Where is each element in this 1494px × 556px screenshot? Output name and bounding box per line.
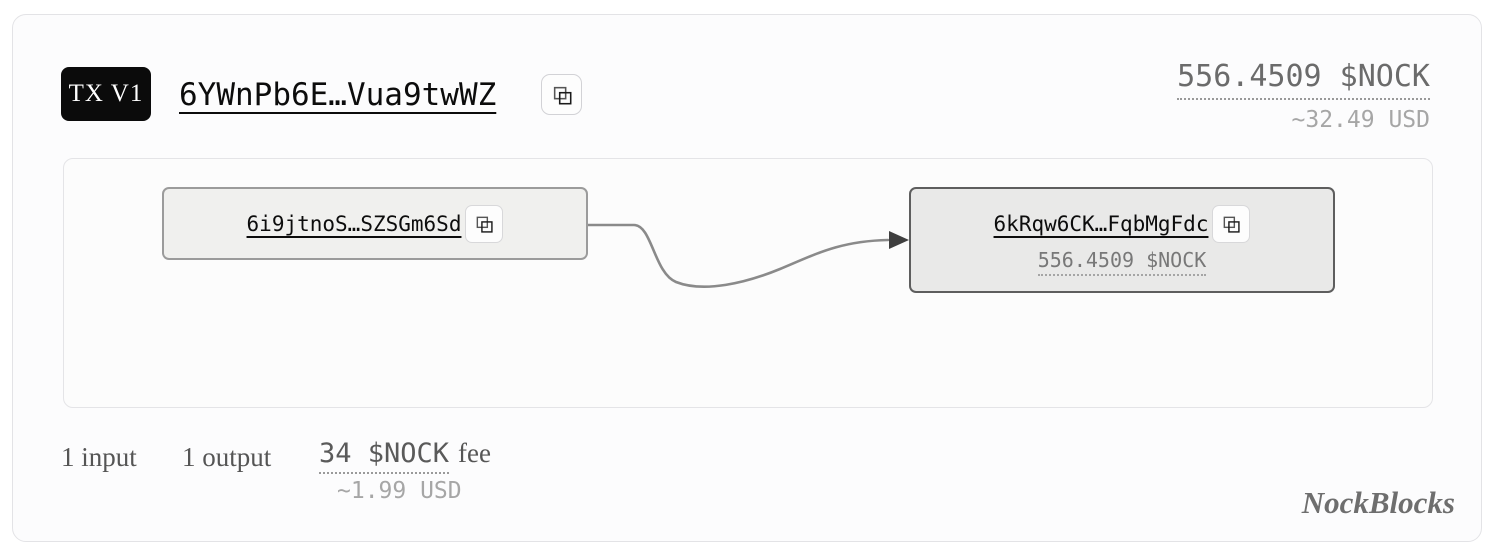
tx-amount-usd: ~32.49 USD bbox=[1291, 107, 1430, 133]
tx-hash-copy-button[interactable] bbox=[541, 74, 582, 115]
fee-line: 34 $NOCK fee bbox=[319, 438, 491, 474]
tx-total-amounts: 556.4509 $NOCK ~32.49 USD bbox=[1177, 59, 1430, 133]
copy-icon bbox=[551, 84, 573, 106]
output-node: 6kRqw6CK…FqbMgFdc 556.4509 $NOCK bbox=[909, 187, 1335, 293]
tx-version-badge: TX V1 bbox=[61, 67, 151, 121]
output-address-copy-button[interactable] bbox=[1212, 204, 1251, 243]
arrowhead-icon bbox=[889, 231, 909, 249]
tx-amount-nock[interactable]: 556.4509 $NOCK bbox=[1177, 59, 1430, 100]
output-count-label: 1 output bbox=[182, 442, 272, 472]
fee-label: fee bbox=[458, 438, 492, 468]
input-node-row: 6i9jtnoS…SZSGm6Sd bbox=[246, 204, 504, 243]
copy-icon bbox=[1221, 214, 1241, 234]
tx-version-badge-label: TX V1 bbox=[68, 80, 144, 107]
fee-amount-usd: ~1.99 USD bbox=[337, 478, 462, 504]
fee-amount-nock[interactable]: 34 $NOCK bbox=[319, 438, 450, 474]
output-amount-nock[interactable]: 556.4509 $NOCK bbox=[1037, 248, 1207, 276]
tx-flow-panel: 6i9jtnoS…SZSGm6Sd 6kRqw6CK…FqbMgFdc bbox=[63, 158, 1433, 408]
input-address-copy-button[interactable] bbox=[465, 204, 504, 243]
input-address-link[interactable]: 6i9jtnoS…SZSGm6Sd bbox=[246, 211, 462, 236]
input-count-label: 1 input bbox=[61, 442, 137, 472]
nockblocks-logo[interactable]: NockBlocks bbox=[1301, 485, 1455, 520]
input-node: 6i9jtnoS…SZSGm6Sd bbox=[162, 187, 588, 260]
tx-hash-link[interactable]: 6YWnPb6E…Vua9twWZ bbox=[179, 77, 497, 113]
copy-icon bbox=[474, 214, 494, 234]
output-node-row: 6kRqw6CK…FqbMgFdc bbox=[993, 204, 1251, 243]
output-address-link[interactable]: 6kRqw6CK…FqbMgFdc bbox=[993, 211, 1209, 236]
transaction-card: TX V1 6YWnPb6E…Vua9twWZ 556.4509 $NOCK ~… bbox=[12, 14, 1482, 542]
